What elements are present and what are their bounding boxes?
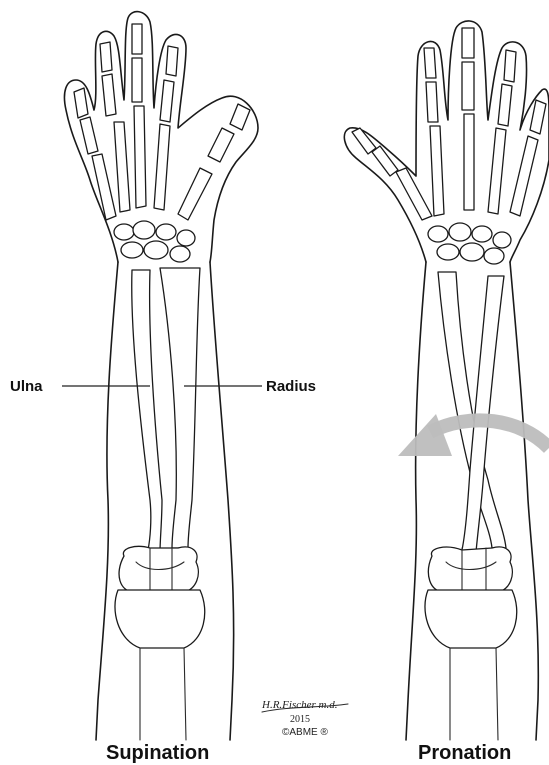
- ulna-label: Ulna: [10, 378, 43, 395]
- pronation-phalanges: [352, 28, 546, 176]
- supination-metacarpals: [92, 106, 212, 220]
- supination-labels: Ulna Radius: [10, 378, 316, 395]
- pronation-carpals: [428, 223, 511, 264]
- artist-signature: H.R.Fischer m.d. 2015 ©ABME ®: [261, 699, 348, 738]
- supination-caption: Supination: [106, 742, 209, 764]
- supination-carpals: [114, 221, 195, 262]
- pronation-elbow: [425, 547, 517, 740]
- signature-year: 2015: [290, 714, 310, 725]
- pronation-figure: [344, 21, 549, 740]
- supination-elbow: [115, 546, 205, 740]
- pronation-metacarpals: [396, 114, 538, 220]
- supination-arm-outline: [96, 262, 234, 740]
- signature-name: H.R.Fischer m.d.: [261, 699, 337, 711]
- supination-radius: [160, 268, 200, 548]
- pronation-hand-outline: [344, 21, 549, 262]
- supination-ulna: [132, 270, 162, 552]
- supination-figure: [64, 12, 258, 740]
- pronation-caption: Pronation: [418, 742, 511, 764]
- radius-label: Radius: [266, 378, 316, 395]
- signature-copyright: ©ABME ®: [282, 727, 328, 738]
